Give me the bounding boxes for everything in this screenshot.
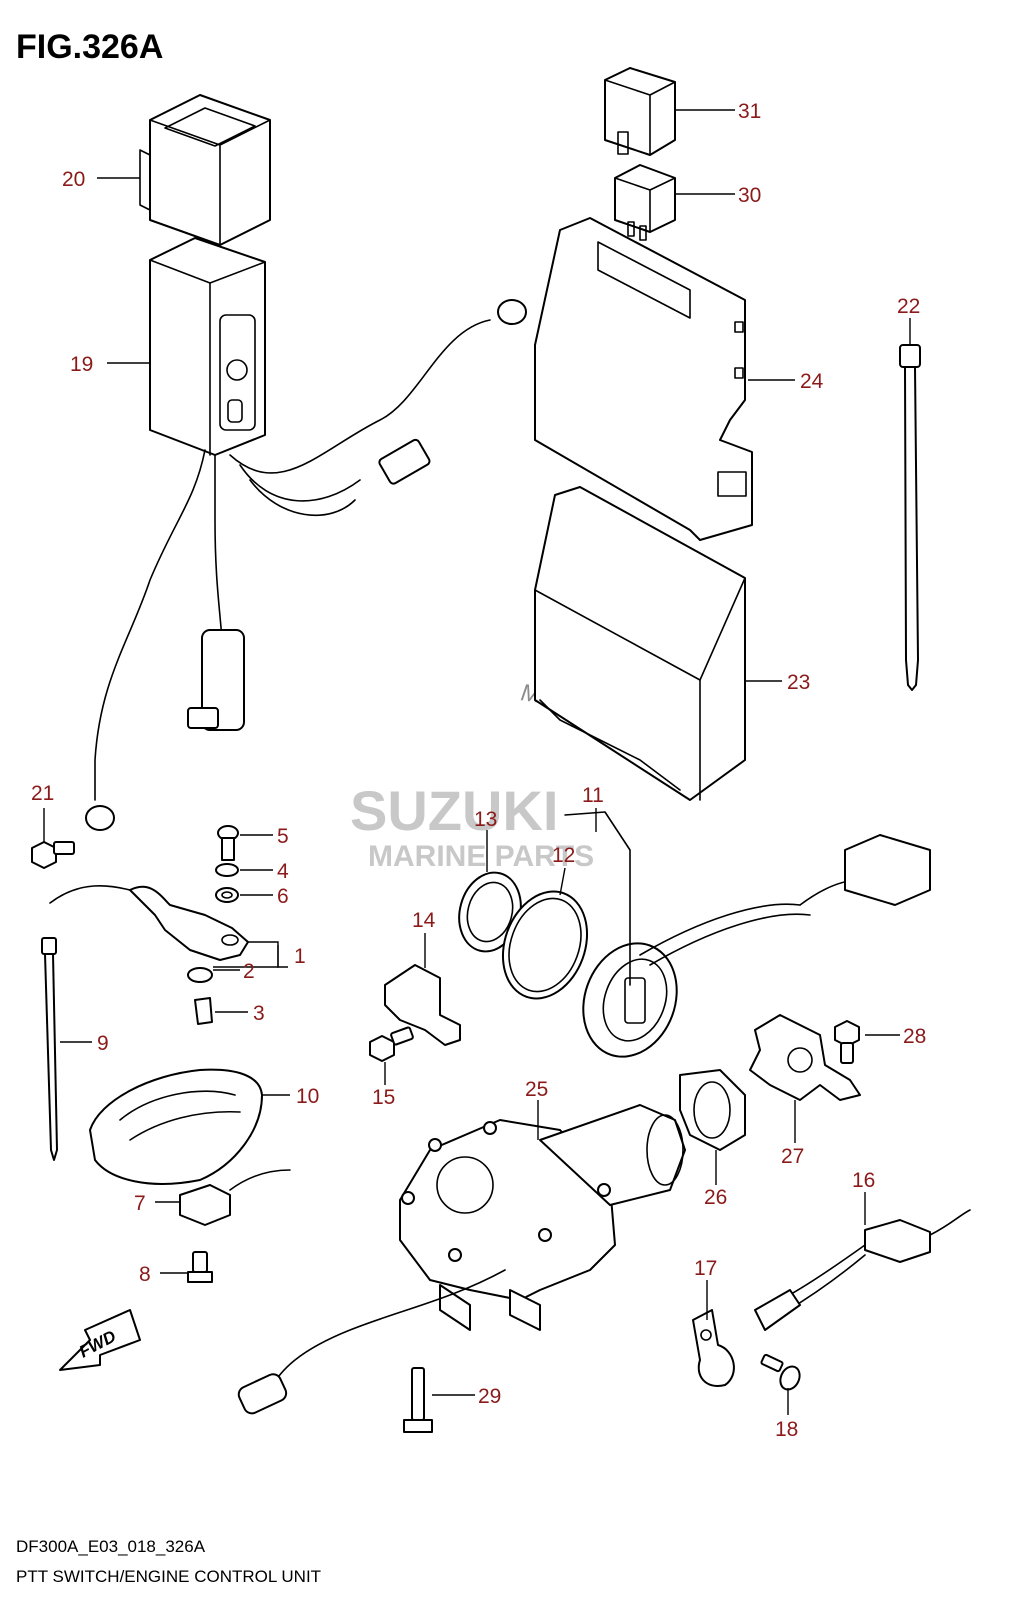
fwd-arrow-icon: FWD	[59, 1309, 141, 1371]
callout-19[interactable]: 19	[70, 353, 93, 376]
part-9-cable-tie[interactable]	[41, 937, 58, 1161]
figure-code: DF300A_E03_018_326A	[16, 1537, 206, 1556]
callout-31[interactable]: 31	[738, 100, 761, 123]
callout-12[interactable]: 12	[552, 844, 575, 867]
callout-20[interactable]: 20	[62, 168, 85, 191]
figure-caption: PTT SWITCH/ENGINE CONTROL UNIT	[16, 1567, 321, 1586]
part-1-trim-sender[interactable]	[49, 884, 249, 961]
figure-title: FIG.326A	[16, 28, 163, 66]
callouts: 20 19 31 30 24 23 22 21 5 4 6 1 2 3 9 10…	[31, 100, 926, 1441]
part-15-bolt[interactable]	[369, 1026, 414, 1062]
callout-28[interactable]: 28	[903, 1025, 926, 1048]
callout-21[interactable]: 21	[31, 782, 54, 805]
callout-16[interactable]: 16	[852, 1169, 875, 1192]
part-11-switch-harness[interactable]	[564, 811, 931, 1070]
part-17-clamp[interactable]	[692, 1309, 735, 1387]
callout-14[interactable]: 14	[412, 909, 436, 932]
callout-9[interactable]: 9	[97, 1032, 109, 1055]
part-25-ptt-motor[interactable]	[236, 1104, 686, 1416]
part-14-clamp[interactable]	[384, 964, 461, 1046]
part-7-sensor[interactable]	[179, 1169, 291, 1226]
callout-26[interactable]: 26	[704, 1186, 727, 1209]
callout-11[interactable]: 11	[582, 784, 604, 807]
part-24-ecu-cover[interactable]	[534, 217, 753, 541]
callout-22[interactable]: 22	[897, 295, 920, 318]
callout-15[interactable]: 15	[372, 1086, 395, 1109]
part-10-sender-cover[interactable]	[89, 1068, 263, 1185]
part-26-grommet[interactable]	[679, 1069, 746, 1151]
part-4-washer[interactable]	[215, 863, 239, 877]
callout-17[interactable]: 17	[694, 1257, 717, 1280]
callout-27[interactable]: 27	[781, 1145, 804, 1168]
leader-lines	[43, 109, 911, 1415]
watermark-subtitle: MARINE PARTS	[368, 840, 594, 873]
callout-5[interactable]: 5	[277, 825, 289, 848]
part-12-o-ring[interactable]	[489, 880, 602, 1011]
callout-24[interactable]: 24	[800, 370, 824, 393]
part-27-bracket[interactable]	[749, 1014, 861, 1101]
callout-7[interactable]: 7	[134, 1192, 146, 1215]
part-16-switch[interactable]	[754, 1209, 971, 1331]
callout-1[interactable]: 1	[294, 945, 306, 968]
callout-3[interactable]: 3	[253, 1002, 265, 1025]
callout-6[interactable]: 6	[277, 885, 289, 908]
part-8-bolt[interactable]	[187, 1251, 213, 1283]
callout-18[interactable]: 18	[775, 1418, 798, 1441]
callout-25[interactable]: 25	[525, 1078, 548, 1101]
callout-8[interactable]: 8	[139, 1263, 151, 1286]
part-2-o-ring[interactable]	[187, 967, 213, 983]
part-30-relay[interactable]	[614, 164, 676, 241]
part-21-bolt[interactable]	[31, 841, 75, 869]
part-28-bolt[interactable]	[834, 1020, 860, 1064]
part-20-connector-cover[interactable]	[139, 94, 271, 246]
part-3-clip[interactable]	[194, 997, 213, 1025]
callout-4[interactable]: 4	[277, 860, 289, 883]
part-18-screw[interactable]	[760, 1353, 803, 1392]
part-31-relay[interactable]	[604, 67, 676, 156]
part-22-cable-tie[interactable]	[899, 344, 921, 691]
part-23-ecu[interactable]	[534, 486, 746, 801]
callout-10[interactable]: 10	[296, 1085, 319, 1108]
callout-30[interactable]: 30	[738, 184, 761, 207]
part-19-ptt-switch-harness[interactable]	[85, 237, 527, 831]
watermark-brand: SUZUKI	[350, 779, 558, 842]
callout-29[interactable]: 29	[478, 1385, 501, 1408]
callout-13[interactable]: 13	[474, 808, 497, 831]
part-6-washer[interactable]	[215, 887, 239, 903]
part-5-screw[interactable]	[217, 825, 239, 861]
callout-23[interactable]: 23	[787, 671, 810, 694]
callout-2[interactable]: 2	[243, 960, 255, 983]
part-29-bolt[interactable]	[403, 1367, 433, 1433]
